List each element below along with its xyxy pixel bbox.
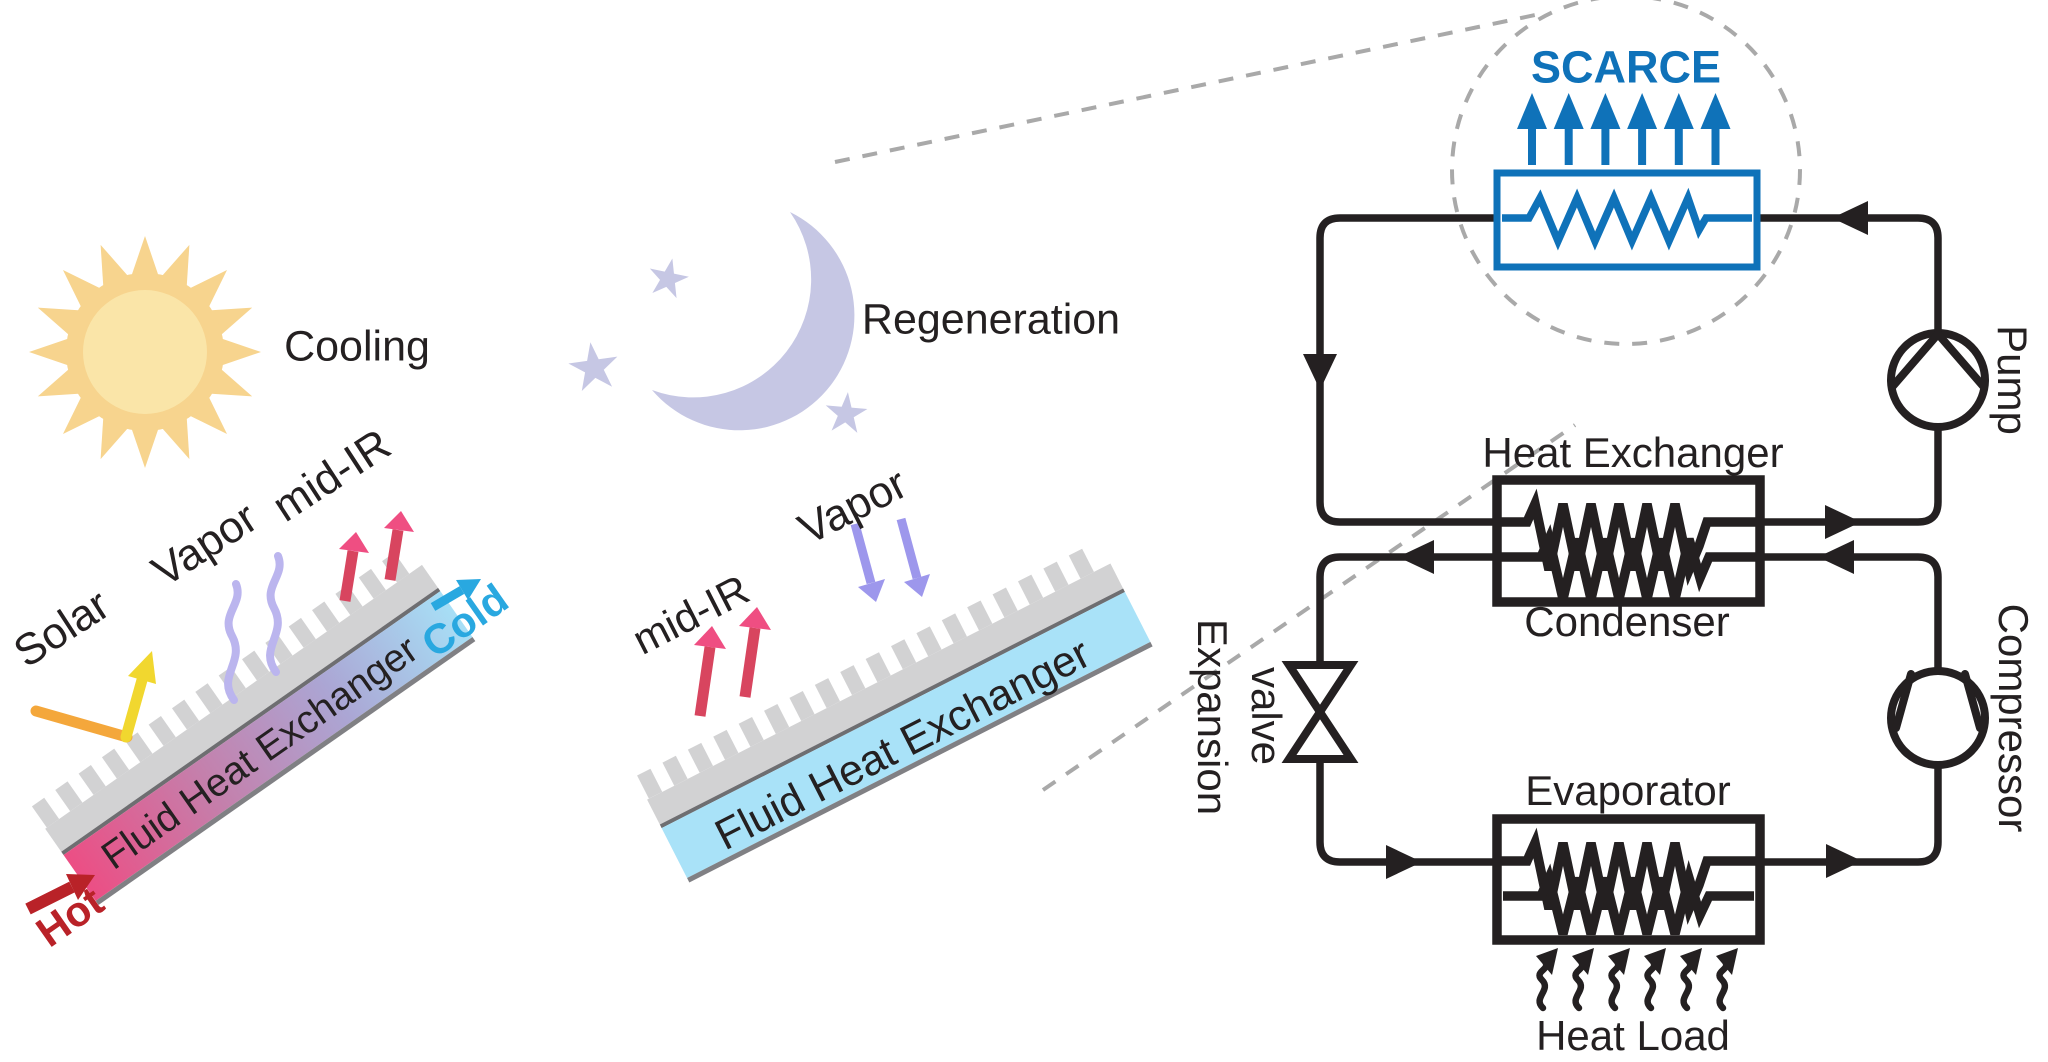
heat-load-arrows xyxy=(1536,948,1738,1008)
expansion-valve-symbol xyxy=(1281,661,1359,763)
expansion-valve-label-line2: valve xyxy=(1243,666,1290,766)
vapor-squiggles xyxy=(224,552,284,704)
fluid-heat-exchanger-middle xyxy=(637,548,1153,883)
condenser-label: Condenser xyxy=(1524,598,1730,645)
evaporator xyxy=(1492,814,1765,945)
radiative-fins-middle xyxy=(637,548,1124,825)
bottom-loop-right-upper-pipe xyxy=(1760,553,1942,671)
top-loop-right-upper-pipe xyxy=(1757,214,1942,333)
condenser-heat-exchanger xyxy=(1492,475,1765,607)
scarce-radiator xyxy=(1493,93,1761,271)
flow-arrow xyxy=(1832,201,1868,235)
star-icon xyxy=(823,390,869,434)
vapor-arrows-middle xyxy=(850,517,930,602)
cold-outlet-arrow xyxy=(430,579,481,611)
heat-load-label: Heat Load xyxy=(1536,1012,1730,1059)
callout-line-lower xyxy=(1041,423,1577,792)
compressor-label: Compressor xyxy=(1990,603,2037,833)
star-icon xyxy=(565,338,622,393)
flow-arrow xyxy=(1303,354,1337,390)
flow-arrow xyxy=(1818,540,1854,574)
solar-ray-arrow xyxy=(30,651,156,743)
scarce-coil xyxy=(1502,187,1752,251)
bottom-loop-right-lower-pipe xyxy=(1760,765,1942,866)
flow-arrow xyxy=(1826,844,1862,878)
pump-symbol xyxy=(1887,329,1989,431)
fluid-heat-exchanger-left xyxy=(31,552,476,905)
evaporator-coil-lower xyxy=(1503,859,1754,936)
scarce-radiator-label: SCARCE xyxy=(1530,41,1722,93)
top-loop-left-pipe xyxy=(1316,214,1497,526)
flow-direction-arrows xyxy=(1303,201,1868,879)
heat-exchanger-label: Heat Exchanger xyxy=(1482,429,1784,476)
fluid-channel-cold xyxy=(661,592,1151,878)
pump-label: Pump xyxy=(1989,325,2036,435)
top-loop-right-lower-pipe xyxy=(1760,427,1942,526)
cooling-scene-title: Cooling xyxy=(284,322,430,371)
compressor-symbol xyxy=(1887,667,1989,769)
hot-inlet-arrow xyxy=(25,874,95,915)
callout-dashed-lines xyxy=(834,0,1802,792)
bottom-loop-left-lower-pipe xyxy=(1316,758,1497,866)
callout-line-upper xyxy=(834,12,1541,164)
flow-arrow xyxy=(1398,540,1434,574)
evaporator-label: Evaporator xyxy=(1525,767,1731,814)
fluid-channel-gradient xyxy=(63,591,473,901)
flow-arrow xyxy=(1386,845,1422,879)
star-icon xyxy=(644,254,692,300)
mid-ir-arrows-left xyxy=(339,511,414,602)
callout-circle xyxy=(1450,0,1802,346)
scarce-emission-arrows xyxy=(1517,93,1731,165)
radiative-fins-left xyxy=(31,552,439,852)
condenser-coil-lower xyxy=(1497,524,1760,601)
mid-ir-arrows-middle xyxy=(694,607,771,717)
sun-icon xyxy=(29,236,261,468)
moon-icon xyxy=(652,212,855,431)
flow-arrow xyxy=(1825,505,1861,539)
regeneration-scene-title: Regeneration xyxy=(861,295,1121,344)
bottom-loop-left-upper-pipe xyxy=(1316,553,1497,666)
expansion-valve-label-line1: Expansion xyxy=(1189,618,1236,816)
